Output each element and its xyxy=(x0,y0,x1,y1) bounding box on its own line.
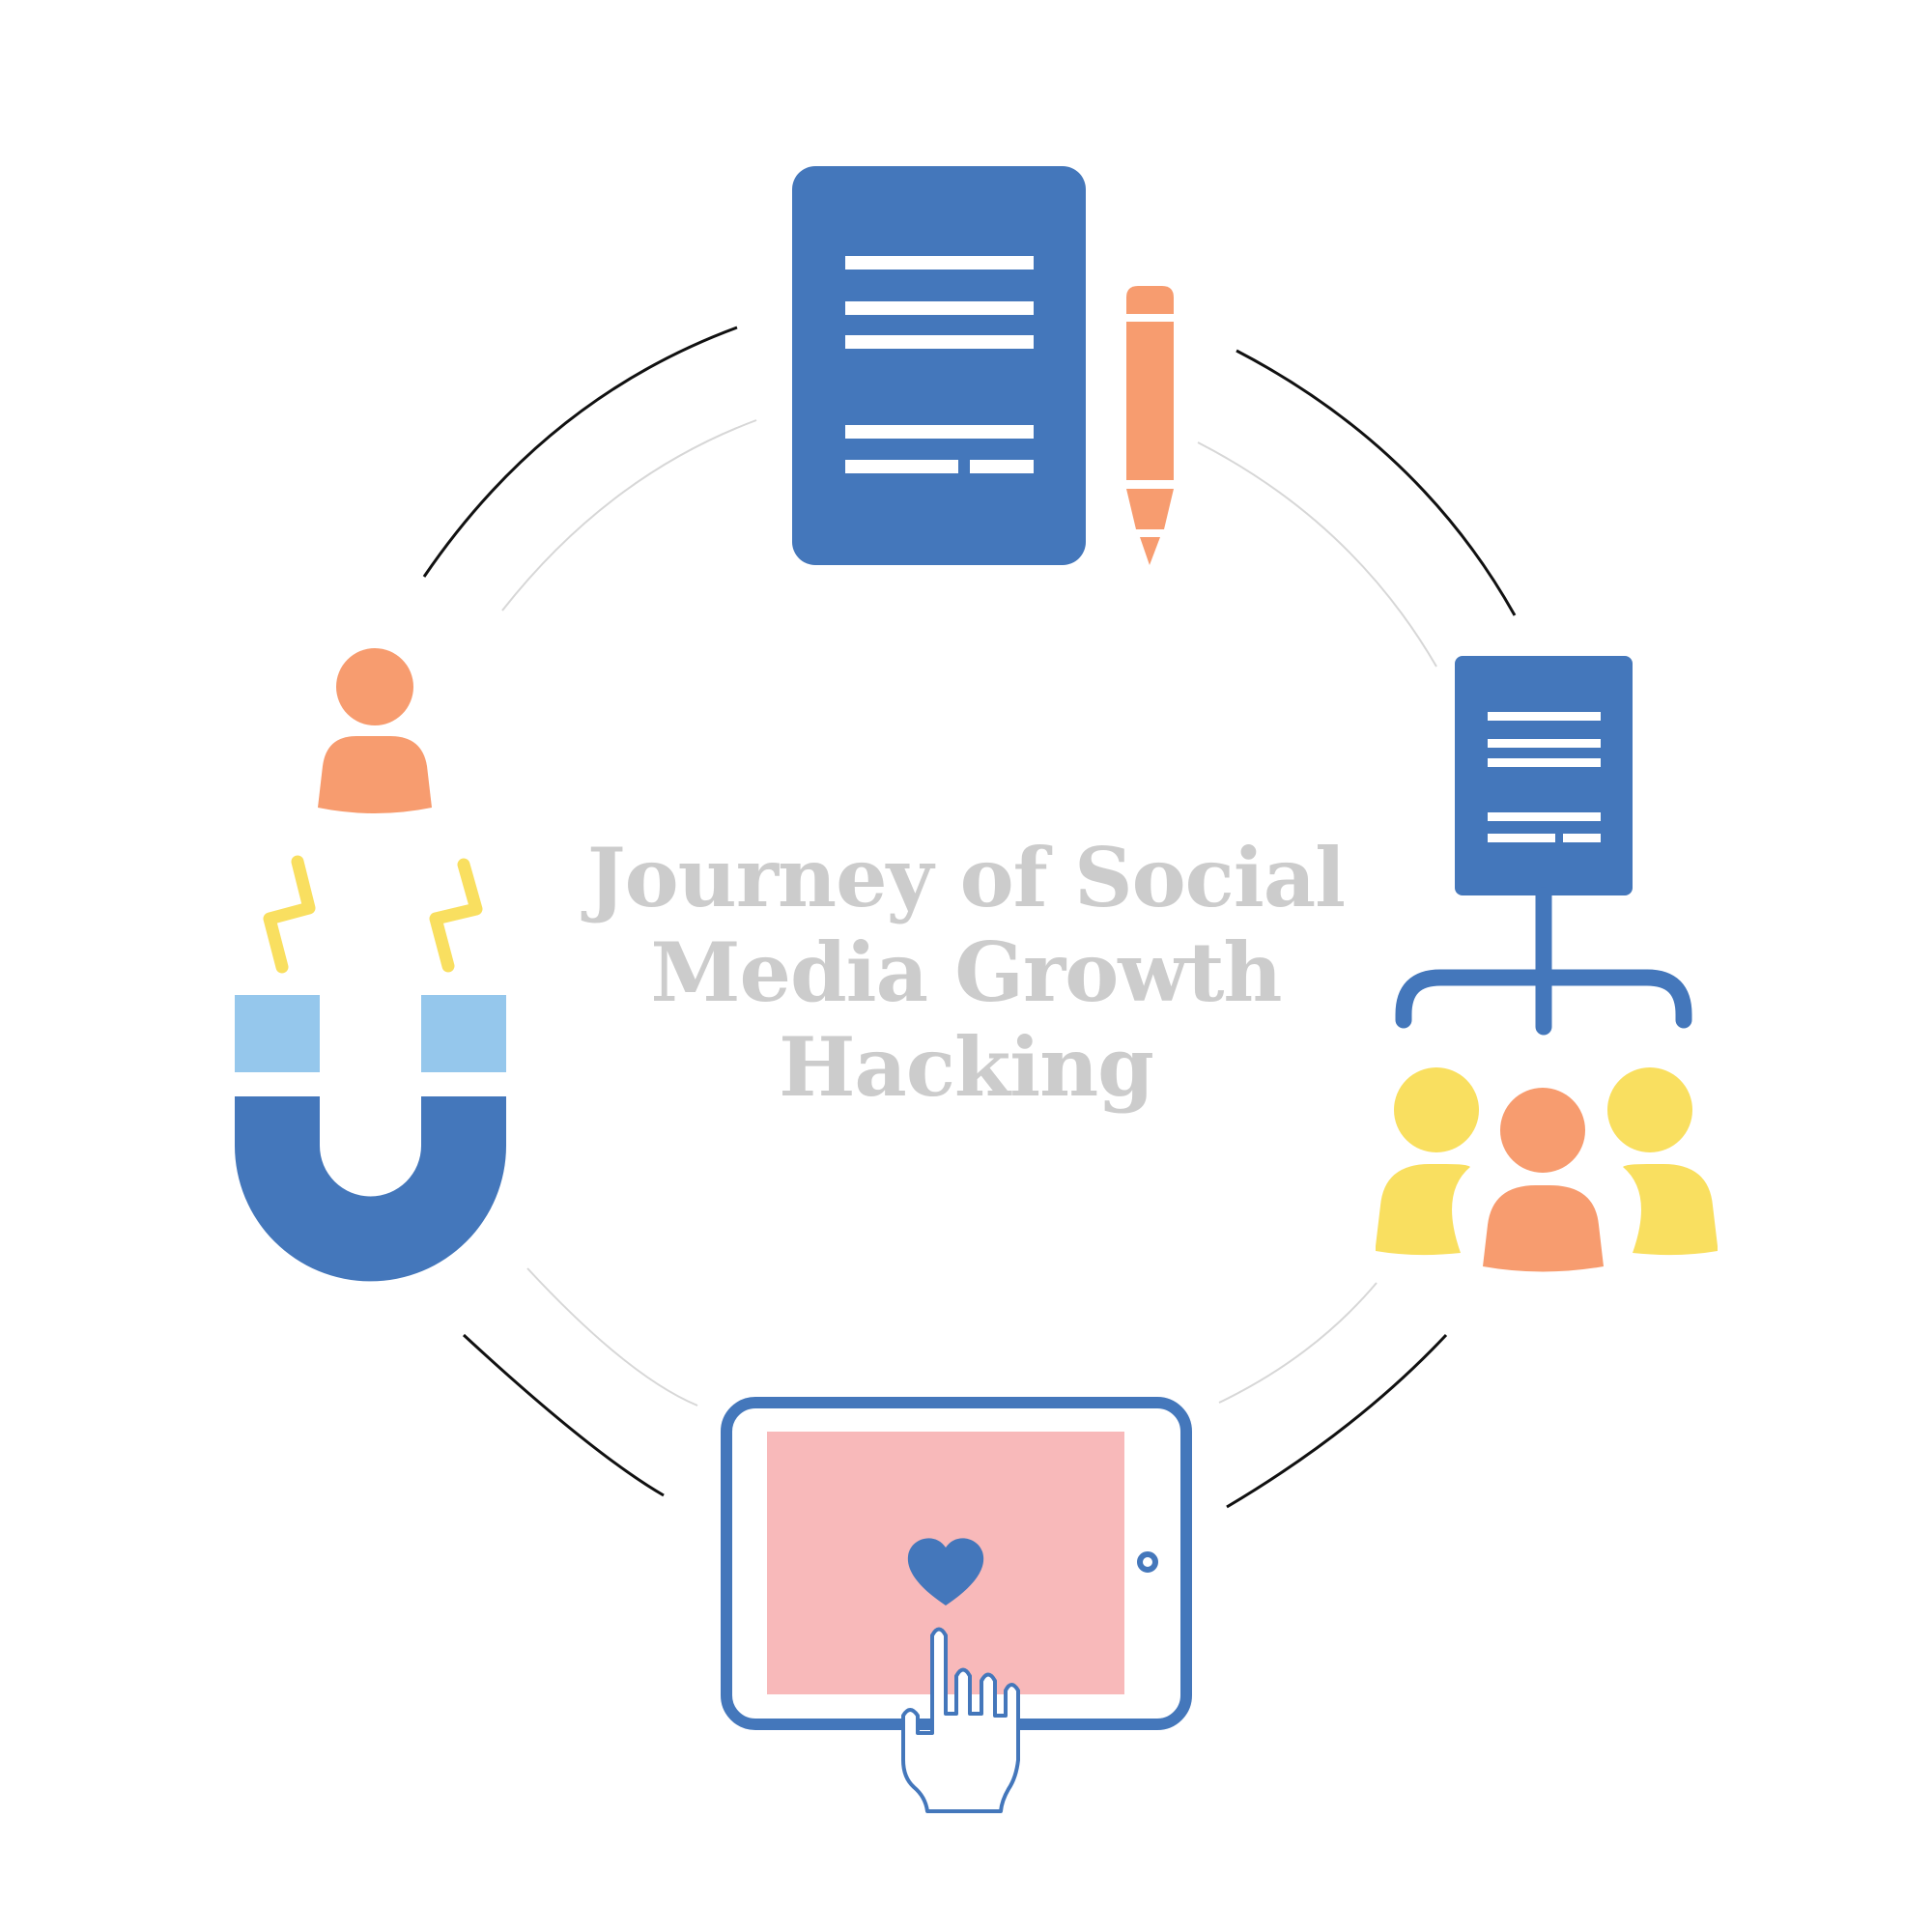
audience-group xyxy=(1376,1067,1718,1272)
inner-arc-bottom-left xyxy=(526,1267,698,1406)
pointing-hand-icon xyxy=(901,1627,1020,1813)
title-line-3: Hacking xyxy=(779,1019,1154,1115)
document-lines xyxy=(845,256,1034,473)
document-audience-icon xyxy=(1376,656,1718,1272)
title-line-1: Journey of Social xyxy=(586,830,1346,925)
outer-arc-top-left xyxy=(422,326,738,578)
inner-arc-bottom-right xyxy=(1218,1282,1378,1404)
inner-ring xyxy=(501,419,1437,1406)
document-pencil-icon xyxy=(792,166,1174,565)
heart-icon xyxy=(907,1538,984,1605)
outer-arc-bottom-left xyxy=(462,1333,665,1497)
magnet-icon xyxy=(235,995,506,1282)
outer-ring xyxy=(422,326,1517,1509)
pencil-icon xyxy=(1126,286,1174,565)
tablet-home-button xyxy=(1137,1551,1158,1573)
stand-document xyxy=(1455,656,1633,895)
title-line-2: Media Growth xyxy=(650,924,1283,1020)
inner-arc-top-left xyxy=(501,419,757,611)
stand-document-lines xyxy=(1488,712,1601,842)
outer-arc-top-right xyxy=(1236,349,1517,616)
org-connector xyxy=(1395,887,1692,1036)
person-icon xyxy=(318,648,432,813)
magnet-person-icon xyxy=(235,648,506,1282)
attraction-sparks xyxy=(263,855,483,974)
diagram-title: Journey of Social Media Growth Hacking xyxy=(570,831,1362,1115)
inner-arc-top-right xyxy=(1197,441,1437,668)
outer-arc-bottom-right xyxy=(1226,1333,1448,1509)
document-sheet xyxy=(792,166,1086,565)
tablet-like-icon xyxy=(721,1397,1192,1813)
